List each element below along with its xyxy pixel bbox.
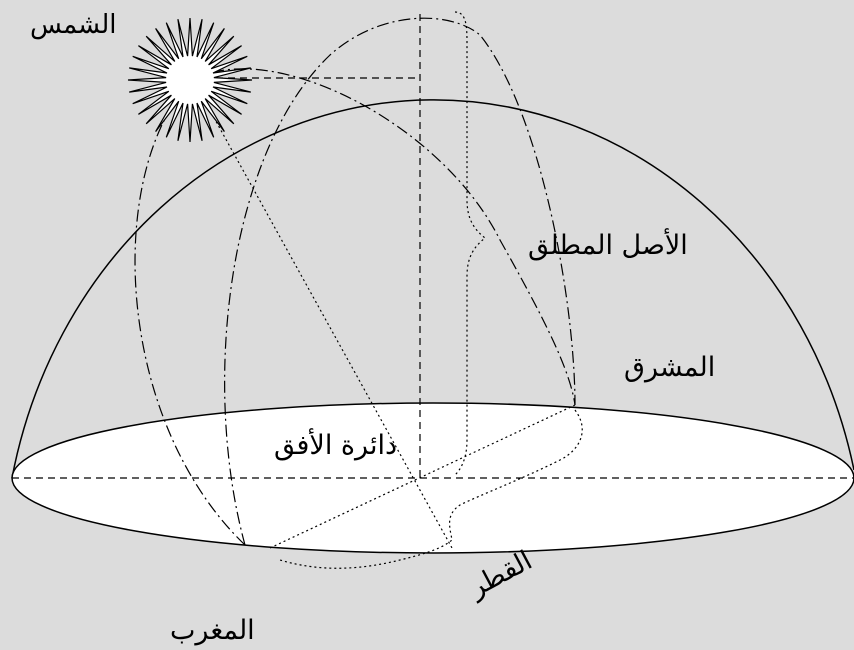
sun-label: الشمس [30,12,117,38]
west-label: المغرب [170,617,255,644]
east-label: المشرق [624,354,715,381]
sun-icon [128,18,252,142]
horizon-label: دائرة الأفق [274,432,397,459]
altitude-label: الأصل المطلق [528,232,688,259]
sun-core [168,58,212,102]
